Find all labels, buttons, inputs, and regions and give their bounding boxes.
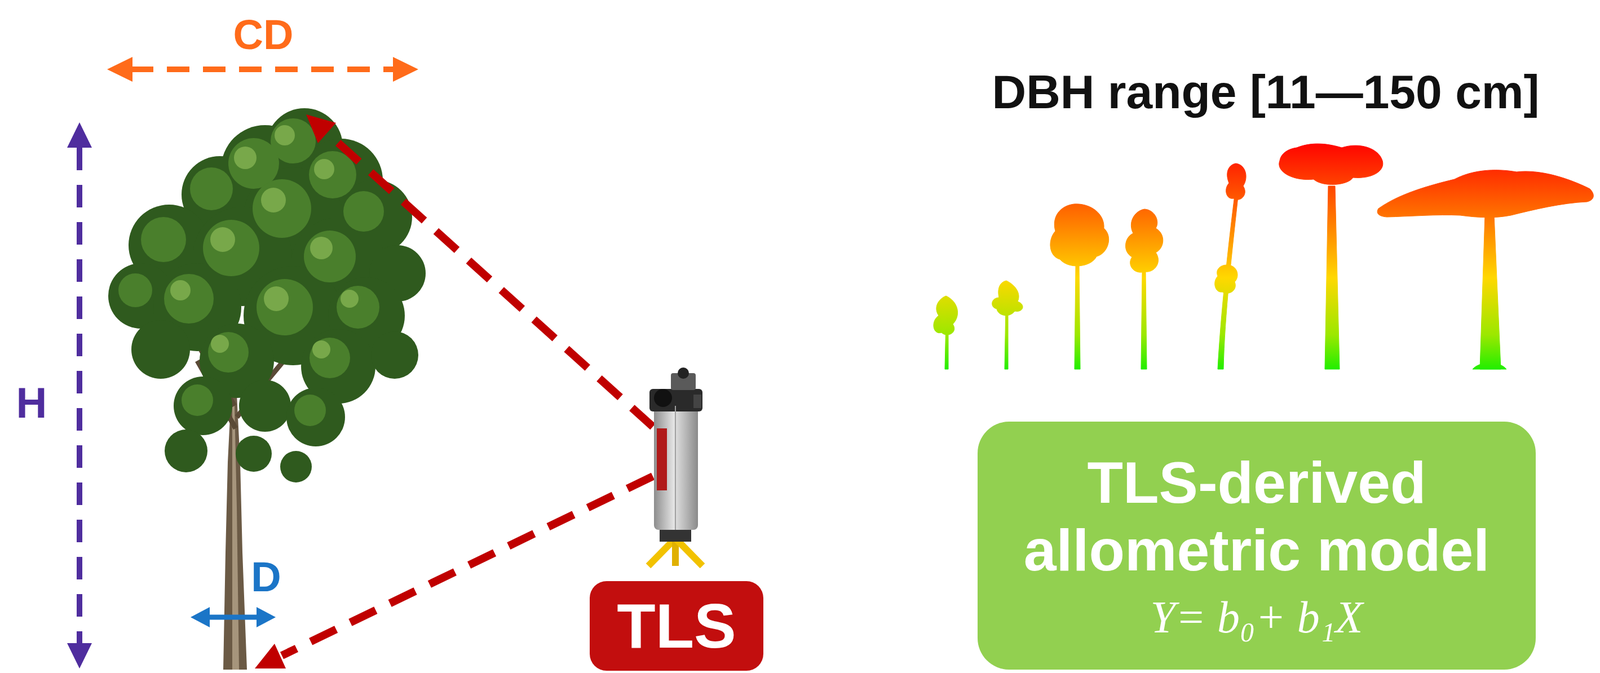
dimension-label: D bbox=[250, 556, 281, 599]
height-arrow bbox=[67, 122, 92, 669]
model-box: TLS-derived allometric model Y= b₀+ b₁X bbox=[977, 421, 1536, 670]
range-heading: DBH range [11—150 cm] bbox=[991, 68, 1540, 116]
diameter-arrow bbox=[190, 607, 276, 628]
dimension-label: H bbox=[16, 381, 48, 425]
node-formula: Y= b₀+ b₁X bbox=[1150, 592, 1364, 643]
laser-beam bbox=[254, 114, 653, 669]
point-cloud-trees bbox=[933, 143, 1594, 370]
crown-diameter-arrow bbox=[107, 56, 419, 82]
instrument-box: TLS bbox=[589, 581, 764, 671]
node-title: TLS bbox=[616, 591, 737, 661]
scanner-illustration bbox=[648, 367, 703, 567]
tree-illustration bbox=[108, 108, 426, 670]
dimension-label: CD bbox=[233, 14, 294, 56]
node-title: TLS-derived allometric model bbox=[994, 449, 1519, 585]
